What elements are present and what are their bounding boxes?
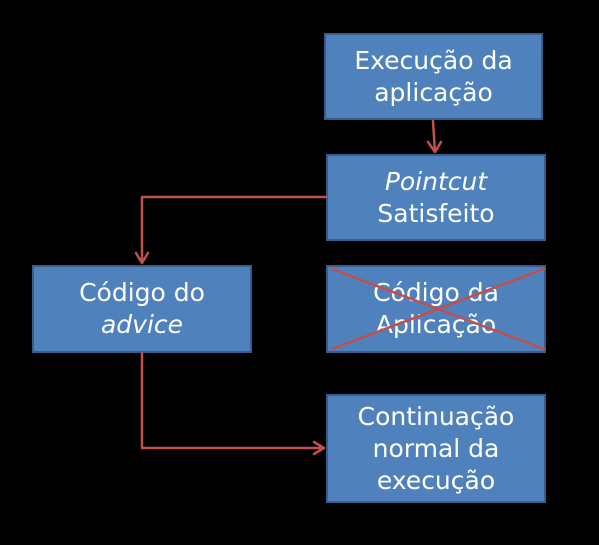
box-pointcut-satisfeito: Pointcut Satisfeito xyxy=(326,154,546,241)
box-advice-line2: advice xyxy=(100,310,184,339)
box-pointcut-line1: Pointcut xyxy=(384,166,488,196)
cross-out-line-2 xyxy=(330,267,546,351)
box-execucao-line2: aplicação xyxy=(374,77,493,107)
box-continuacao-normal: Continuação normal da execução xyxy=(326,394,546,503)
box-continuacao-line1: Continuação xyxy=(357,401,515,431)
box-pointcut-line2: Satisfeito xyxy=(377,198,495,228)
box-continuacao-line3: execução xyxy=(376,465,496,495)
box-advice-line1: Código do xyxy=(79,278,205,307)
box-continuacao-line2: normal da xyxy=(372,433,500,463)
box-execucao-da-aplicacao: Execução da aplicação xyxy=(324,33,543,120)
arrow-advice-to-continuacao xyxy=(140,351,326,456)
box-execucao-line1: Execução da xyxy=(354,45,513,75)
arrow-execucao-to-pointcut xyxy=(426,119,443,154)
arrow-pointcut-to-advice xyxy=(134,195,328,265)
